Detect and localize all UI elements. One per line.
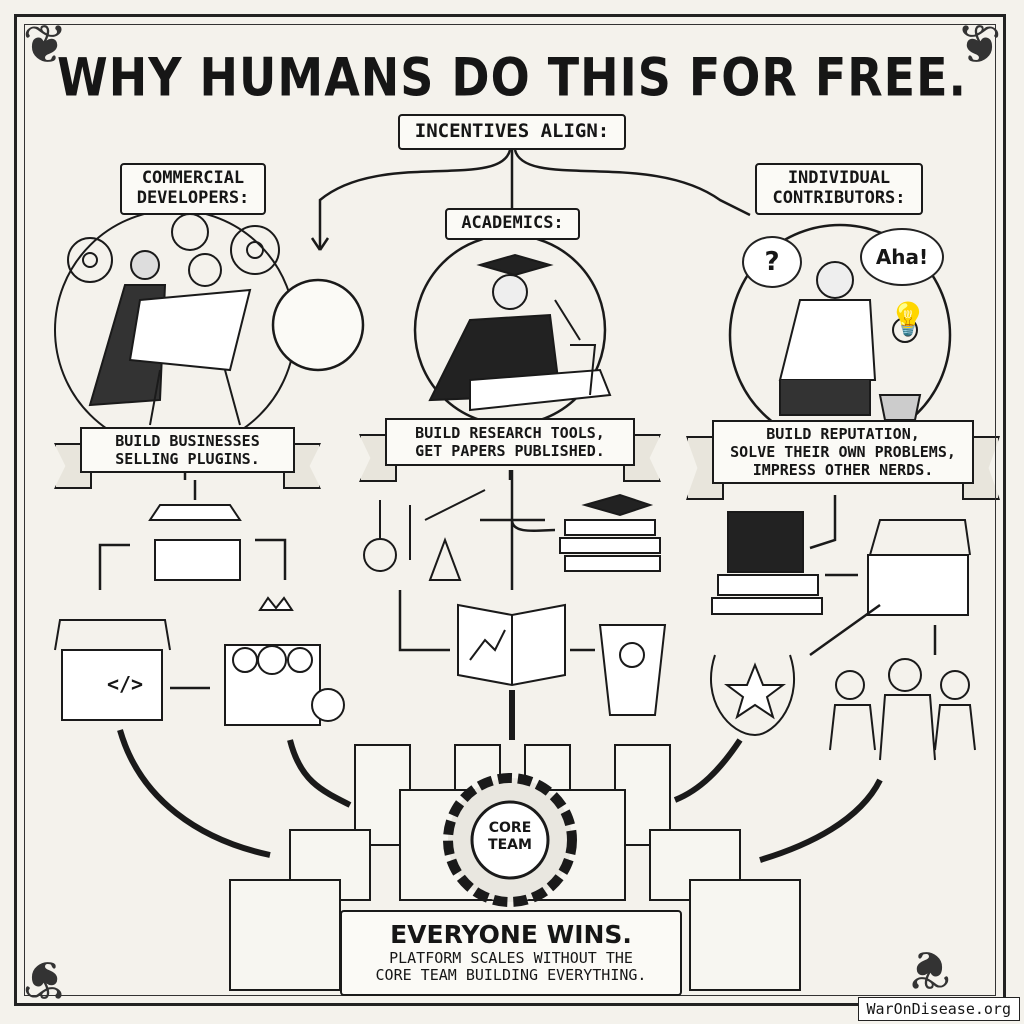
treasure-chest-icon xyxy=(224,596,345,726)
banner-line: BUILD RESEARCH TOOLS, xyxy=(415,424,605,442)
core-line: CORE xyxy=(488,820,532,836)
flow-arrow xyxy=(98,543,130,590)
conclusion-line: CORE TEAM BUILDING EVERYTHING. xyxy=(375,966,647,985)
banner-line: BUILD BUSINESSES xyxy=(115,432,260,450)
banner-line: SOLVE THEIR OWN PROBLEMS, xyxy=(730,443,956,461)
core-team-label: CORE TEAM xyxy=(472,820,548,854)
academics-banner: BUILD RESEARCH TOOLS, GET PAPERS PUBLISH… xyxy=(385,418,635,466)
puzzle-chest-icon xyxy=(867,519,971,616)
page-title: WHY HUMANS DO THIS FOR FREE. xyxy=(57,45,967,109)
open-book-icon xyxy=(457,603,566,687)
flow-arrow xyxy=(318,149,512,250)
conclusion-heading: EVERYONE WINS. xyxy=(390,920,632,950)
market-stall-icon xyxy=(148,504,242,581)
individual-contributors-label: INDIVIDUAL CONTRIBUTORS: xyxy=(755,163,923,215)
conclusion-line: PLATFORM SCALES WITHOUT THE xyxy=(389,949,633,968)
contributors-banner: BUILD REPUTATION, SOLVE THEIR OWN PROBLE… xyxy=(712,420,974,484)
banner-line: SELLING PLUGINS. xyxy=(115,450,260,468)
conclusion-box: EVERYONE WINS. PLATFORM SCALES WITHOUT T… xyxy=(340,910,682,996)
outer-frame xyxy=(14,14,1006,1006)
aha-bubble: Aha! xyxy=(860,228,944,286)
watermark-link[interactable]: WarOnDisease.org xyxy=(857,997,1020,1021)
developer-figure xyxy=(88,250,252,426)
books-icon xyxy=(559,493,661,572)
commercial-banner: BUILD BUSINESSES SELLING PLUGINS. xyxy=(80,427,295,473)
label-line: ACADEMICS: xyxy=(461,213,564,234)
banner-line: IMPRESS OTHER NERDS. xyxy=(752,461,934,479)
core-line: TEAM xyxy=(488,836,532,853)
banner-line: BUILD REPUTATION, xyxy=(766,425,920,443)
laurel-star-icon xyxy=(709,654,796,736)
flow-arrow xyxy=(809,603,937,657)
code-symbol: </> xyxy=(106,672,144,696)
flow-arrow xyxy=(287,739,352,808)
core-team-gear-icon xyxy=(443,773,577,907)
contributor-figure xyxy=(778,261,922,421)
question-bubble: ? xyxy=(742,236,802,288)
question-text: ? xyxy=(764,247,780,277)
gears-icon xyxy=(67,213,280,287)
market-stall-icon xyxy=(271,278,365,372)
aha-text: Aha! xyxy=(875,245,929,269)
flow-arrow xyxy=(513,149,751,217)
label-line: DEVELOPERS: xyxy=(136,188,250,208)
lab-equipment-icon xyxy=(363,489,486,581)
code-chest-icon xyxy=(54,619,171,721)
flow-arrow xyxy=(759,778,883,863)
podium-award-icon xyxy=(598,624,667,716)
label-line: COMMERCIAL xyxy=(141,168,245,189)
corner-ornament-icon: ❦ xyxy=(22,13,68,76)
flow-arrow xyxy=(809,495,837,550)
commercial-developers-label: COMMERCIAL DEVELOPERS: xyxy=(120,163,266,215)
lightbulb-icon: 💡 xyxy=(888,300,928,338)
fortress-of-blocks xyxy=(229,744,801,991)
incentives-align-label: INCENTIVES ALIGN: xyxy=(398,114,626,150)
academics-label: ACADEMICS: xyxy=(445,208,580,240)
banner-line: GET PAPERS PUBLISHED. xyxy=(415,442,605,460)
flow-arrow xyxy=(117,729,271,858)
applauding-people-icon xyxy=(829,658,976,761)
computer-icon xyxy=(711,511,823,615)
label-line: CONTRIBUTORS: xyxy=(772,188,906,208)
academic-figure xyxy=(428,253,612,412)
flow-arrow xyxy=(480,470,556,590)
incentives-align-text: INCENTIVES ALIGN: xyxy=(414,120,610,143)
label-line: INDIVIDUAL xyxy=(787,168,891,189)
flow-arrow xyxy=(673,738,743,803)
flow-arrow xyxy=(398,590,450,652)
flow-arrow xyxy=(255,538,287,580)
